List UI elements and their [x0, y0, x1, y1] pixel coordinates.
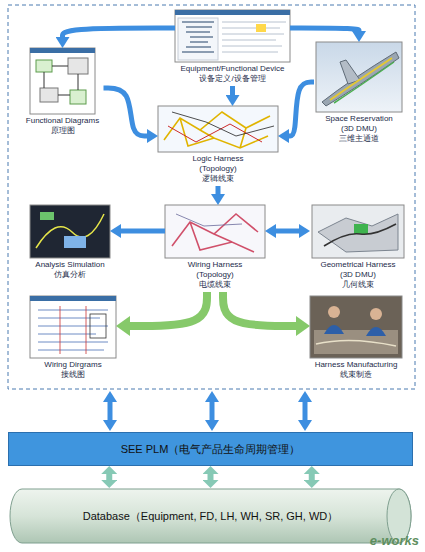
screenshot-frame — [30, 296, 116, 358]
node-label: 电缆线束 — [199, 280, 231, 290]
harness-lines — [172, 214, 258, 252]
screenshot-frame — [312, 205, 404, 258]
block — [70, 90, 86, 104]
node-label: Geometrical Harness (3D DMU) — [314, 260, 402, 280]
sim-block — [64, 236, 86, 248]
image-node: Space Reservation (3D DMU)三维主通道 — [314, 42, 404, 146]
flow-arrow — [290, 28, 359, 31]
structure — [318, 214, 398, 252]
cylinder-body — [10, 489, 411, 543]
node-label: 设备定义/设备管理 — [199, 74, 265, 84]
photo-frame — [310, 296, 402, 358]
harness-route — [324, 224, 396, 246]
flow-arrow — [309, 474, 315, 480]
node-label: 原理图 — [51, 126, 75, 136]
node-label: 几何线束 — [342, 280, 374, 290]
node-label: 接线图 — [61, 370, 85, 380]
flow-arrow — [223, 292, 296, 326]
image-node: Equipment/Functional Device设备定义/设备管理 — [175, 10, 290, 86]
flow-arrow — [130, 292, 207, 326]
channel — [334, 62, 394, 103]
wires — [44, 66, 78, 95]
flow-arrow — [106, 474, 112, 480]
worker-body — [324, 325, 344, 334]
watermark: e-works — [370, 533, 419, 548]
image-node: Wiring Harness (Topology)电缆线束 — [165, 205, 265, 292]
flow-arrow — [104, 88, 148, 136]
image-node: Harness Manufacturing线束制造 — [310, 296, 402, 382]
topology-lines — [164, 112, 270, 148]
database-cylinder: Database（Equipment, FD, LH, WH, SR, GH, … — [8, 488, 413, 544]
tree-rows — [182, 22, 214, 52]
screenshot-frame — [175, 10, 290, 62]
node-label: Wiring Dirgrams — [44, 360, 101, 370]
flow-arrow — [230, 86, 235, 95]
wire-columns — [60, 306, 86, 354]
image-node: Logic Harness (Topology)逻辑线束 — [158, 106, 278, 186]
icon — [256, 24, 266, 32]
title-bar — [30, 296, 116, 301]
connector — [354, 224, 368, 234]
block — [68, 58, 88, 74]
node-label: Analysis Simulation — [35, 260, 104, 270]
node-label: Harness Manufacturing — [315, 360, 398, 370]
tree-panel — [178, 18, 218, 60]
connector-symbol — [90, 314, 106, 338]
flow-arrow — [276, 229, 299, 234]
topology-lines — [172, 112, 274, 136]
dashed-region — [8, 5, 415, 389]
node-label: SEE PLM（电气产品生命周期管理） — [121, 442, 301, 456]
exchange-arrow — [210, 402, 215, 420]
node-label: Database（Equipment, FD, LH, WH, SR, GH, … — [83, 509, 339, 523]
channel — [330, 58, 392, 100]
image-node: Functional Diagrams原理图 — [22, 48, 104, 138]
node-label: Space Reservation (3D DMU) — [319, 114, 399, 134]
exchange-arrow — [108, 402, 113, 420]
flow-arrow — [208, 474, 214, 480]
fuselage — [322, 52, 399, 106]
node-label: 三维主通道 — [339, 134, 379, 144]
sim-block — [40, 212, 54, 220]
screenshot-frame — [158, 106, 278, 152]
title-bar — [30, 48, 95, 53]
image-node: Wiring Dirgrams接线图 — [30, 296, 116, 382]
screenshot-frame — [165, 205, 265, 258]
screenshot-frame — [30, 48, 95, 114]
flow-arrow — [216, 186, 221, 194]
node-label: 逻辑线束 — [202, 174, 234, 184]
block — [40, 88, 58, 102]
node-label: Equipment/Functional Device — [180, 64, 284, 74]
flow-arrow — [289, 82, 314, 136]
exchange-arrow — [303, 402, 308, 420]
flow-arrow — [63, 28, 176, 37]
image-node: Analysis Simulation仿真分析 — [30, 205, 110, 282]
flow-arrow — [121, 229, 165, 234]
block — [36, 60, 52, 72]
screenshot-frame — [30, 205, 110, 258]
node-label: Logic Harness (Topology) — [178, 154, 258, 174]
wire-rows — [38, 310, 108, 350]
node-label: 线束制造 — [340, 370, 372, 380]
node-label: 仿真分析 — [54, 270, 86, 280]
plm-band: SEE PLM（电气产品生命周期管理） — [8, 432, 413, 466]
list-rows — [222, 22, 286, 52]
screenshot-frame — [316, 42, 402, 112]
worker-head — [370, 308, 382, 320]
harness-lines — [176, 214, 242, 226]
node-label: Wiring Harness (Topology) — [175, 260, 255, 280]
harness-bundle — [316, 340, 396, 346]
title-bar — [175, 10, 290, 15]
worker-head — [328, 306, 340, 318]
image-node: Geometrical Harness (3D DMU)几何线束 — [310, 205, 406, 292]
worker-body — [366, 327, 386, 336]
node-label: Functional Diagrams — [26, 116, 99, 126]
